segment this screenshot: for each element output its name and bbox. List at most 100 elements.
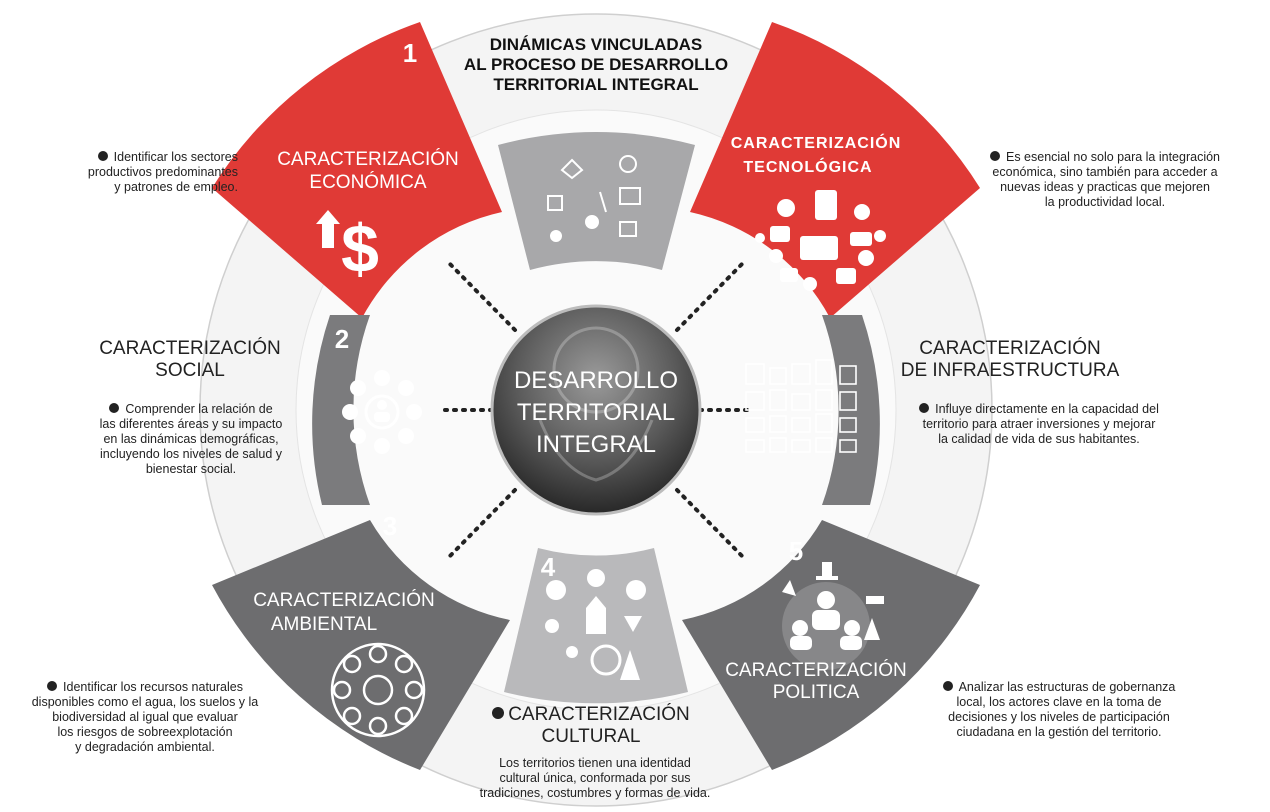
bullet-icon — [989, 151, 1000, 161]
svg-text:$: $ — [341, 211, 379, 287]
title-line-2: AL PROCESO DE DESARROLLO — [464, 55, 728, 74]
dollar-up-icon: $ — [316, 210, 379, 287]
title-line-1: DINÁMICAS VINCULADAS — [490, 35, 703, 54]
social-title-2: SOCIAL — [155, 360, 225, 381]
infraestructura-desc-2: territorio para atraer inversiones y mej… — [922, 417, 1156, 431]
infraestructura-title: CARACTERIZACIÓN DE INFRAESTRUCTURA — [880, 338, 1140, 382]
number-5: 5 — [789, 536, 803, 566]
number-3: 3 — [383, 511, 397, 541]
svg-text:TERRITORIAL: TERRITORIAL — [517, 399, 675, 426]
infraestructura-desc-3: la calidad de vida de sus habitantes. — [938, 432, 1140, 446]
svg-text:AMBIENTAL: AMBIENTAL — [271, 614, 377, 635]
svg-text:DINÁMICAS VINCULADAS: DINÁMICAS VINCULADAS — [490, 35, 703, 54]
social-network-icon — [342, 370, 422, 454]
infraestructura-title-2: DE INFRAESTRUCTURA — [900, 360, 1120, 381]
infraestructura-title-1: CARACTERIZACIÓN — [919, 338, 1101, 359]
economica-desc-1: Identificar los sectores — [113, 150, 238, 164]
number-1: 1 — [403, 38, 417, 68]
economica-label-2: ECONÓMICA — [309, 171, 427, 193]
number-2: 2 — [335, 324, 349, 354]
segment-social — [312, 315, 370, 505]
cultural-title-1-text: CARACTERIZACIÓN — [508, 704, 690, 725]
tecnologica-desc-2: económica, sino también para acceder a — [992, 165, 1218, 179]
cultural-desc-2: cultural única, conformada por sus — [499, 771, 691, 785]
tecnologica-desc-1: Es esencial no solo para la integración — [1005, 150, 1221, 164]
center-line-1: DESARROLLO — [514, 367, 678, 394]
ambiental-desc-5: y degradación ambiental. — [75, 740, 215, 754]
social-desc-4: incluyendo los niveles de salud y — [99, 447, 283, 461]
tecnologica-description: Es esencial no solo para la integración … — [980, 150, 1230, 210]
ambiental-desc-3: biodiversidad al igual que evaluar — [52, 710, 238, 724]
cultural-title: CARACTERIZACIÓN CULTURAL — [466, 704, 716, 748]
economica-label-1: CARACTERIZACIÓN — [277, 148, 459, 170]
svg-text:CARACTERIZACIÓN: CARACTERIZACIÓN — [731, 133, 902, 152]
number-4: 4 — [541, 552, 556, 582]
tecnologica-label-2: TECNOLÓGICA — [743, 157, 872, 176]
title-line-3: TERRITORIAL INTEGRAL — [493, 75, 698, 94]
ambiental-desc-1: Identificar los recursos naturales — [63, 680, 243, 694]
bullet-icon — [47, 681, 58, 691]
bullet-icon — [109, 403, 120, 413]
svg-text:CARACTERIZACIÓN: CARACTERIZACIÓN — [277, 148, 459, 170]
cultural-description: Los territorios tienen una identidad cul… — [460, 756, 730, 801]
ambiental-desc-2: disponibles como el agua, los suelos y l… — [31, 695, 259, 709]
politica-desc-2: local, los actores clave en la toma de — [956, 695, 1162, 709]
technology-cluster-icon — [755, 190, 886, 291]
social-description: Comprender la relación de las diferentes… — [78, 402, 304, 477]
svg-text:CARACTERIZACIÓN: CARACTERIZACIÓN — [725, 659, 907, 681]
globe-hands-icon — [538, 326, 654, 482]
politica-desc-1: Analizar las estructuras de gobernanza — [958, 680, 1176, 694]
ambiental-desc-4: los riesgos de sobreexplotación — [57, 725, 233, 739]
svg-text:AL PROCESO DE DESARROLLO: AL PROCESO DE DESARROLLO — [464, 55, 728, 74]
segment-politica — [682, 520, 980, 770]
social-title: CARACTERIZACIÓN SOCIAL — [80, 338, 300, 382]
cultural-title-1: CARACTERIZACIÓN — [466, 704, 716, 726]
svg-text:ECONÓMICA: ECONÓMICA — [309, 171, 427, 193]
ambiental-label-1: CARACTERIZACIÓN — [253, 589, 435, 611]
tecnologica-desc-4: la productividad local. — [1044, 195, 1166, 209]
segment-ambiental — [212, 520, 510, 770]
svg-text:CARACTERIZACIÓN: CARACTERIZACIÓN — [253, 589, 435, 611]
ambiental-description: Identificar los recursos naturales dispo… — [10, 680, 280, 755]
svg-text:TECNOLÓGICA: TECNOLÓGICA — [743, 157, 872, 176]
center-line-3: INTEGRAL — [536, 431, 656, 458]
infraestructura-description: Influye directamente en la capacidad del… — [894, 402, 1184, 447]
cultural-title-2: CULTURAL — [541, 726, 641, 747]
bullet-icon — [492, 707, 505, 719]
politica-description: Analizar las estructuras de gobernanza l… — [924, 680, 1194, 740]
politica-desc-4: ciudadana en la gestión del territorio. — [956, 725, 1162, 739]
cultural-desc-3: tradiciones, costumbres y formas de vida… — [479, 786, 711, 800]
ambiental-label-2: AMBIENTAL — [271, 614, 377, 635]
tecnologica-label-1: CARACTERIZACIÓN — [731, 133, 902, 152]
politica-label-1: CARACTERIZACIÓN — [725, 659, 907, 681]
connectors — [438, 260, 754, 560]
segment-tecnologica — [690, 22, 980, 318]
environment-circle-icon — [330, 642, 426, 738]
politica-desc-3: decisiones y los niveles de participació… — [948, 710, 1170, 724]
social-desc-1: Comprender la relación de — [125, 402, 273, 416]
social-desc-2: las diferentes áreas y su impacto — [99, 417, 283, 431]
culture-icon — [545, 569, 646, 680]
bullet-icon — [919, 403, 930, 413]
economica-desc-2: productivos predominantes — [87, 165, 238, 179]
social-desc-3: en las dinámicas demográficas, — [103, 432, 279, 446]
bullet-icon — [97, 151, 108, 161]
business-network-icon — [547, 155, 641, 242]
segment-top — [498, 132, 695, 270]
buildings-icon — [745, 359, 857, 453]
svg-text:POLITICA: POLITICA — [773, 682, 860, 703]
svg-text:TERRITORIAL INTEGRAL: TERRITORIAL INTEGRAL — [493, 75, 698, 94]
tecnologica-desc-3: nuevas ideas y practicas que mejoren — [1000, 180, 1210, 194]
svg-text:DESARROLLO: DESARROLLO — [514, 367, 678, 394]
politics-icon — [782, 562, 884, 670]
social-title-1: CARACTERIZACIÓN — [99, 338, 281, 359]
social-desc-5: bienestar social. — [145, 462, 237, 476]
cultural-desc-1: Los territorios tienen una identidad — [499, 756, 691, 770]
segment-economica — [212, 22, 502, 318]
svg-text:INTEGRAL: INTEGRAL — [536, 431, 656, 458]
economica-desc-3: y patrones de empleo. — [114, 180, 238, 194]
bullet-icon — [942, 681, 953, 691]
center-line-2: TERRITORIAL — [517, 399, 675, 426]
infraestructura-desc-1: Influye directamente en la capacidad del — [935, 402, 1159, 416]
